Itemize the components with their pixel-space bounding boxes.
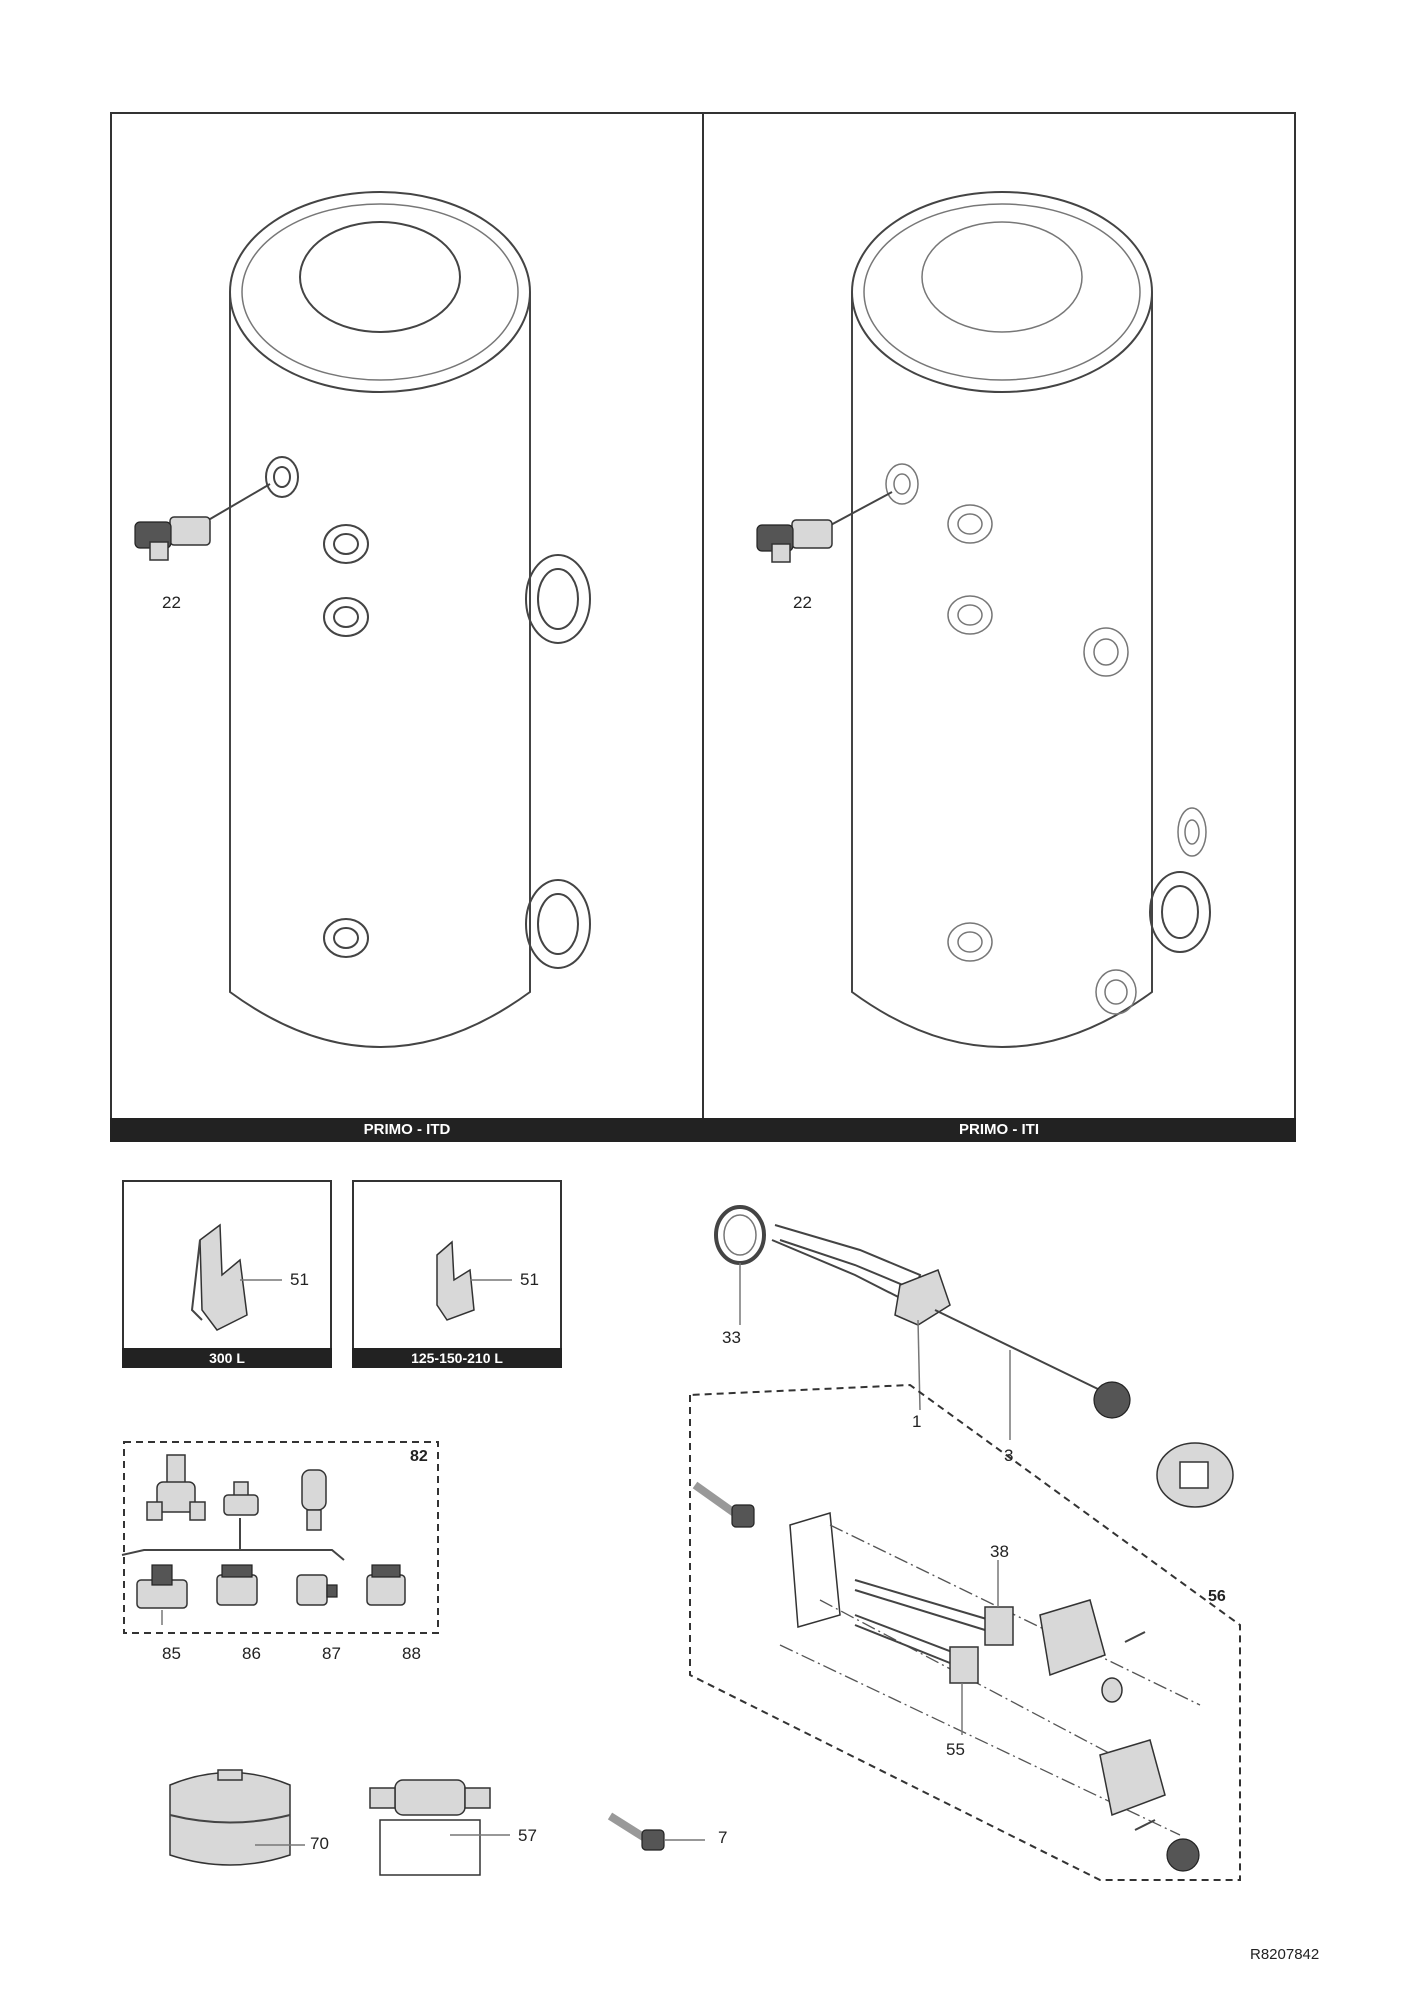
- callout-38: 38: [990, 1542, 1009, 1561]
- tank-panel-itd: [110, 112, 704, 1142]
- callout-86: 86: [242, 1644, 261, 1663]
- callout-33: 33: [722, 1328, 741, 1347]
- callout-70: 70: [310, 1834, 329, 1853]
- callout-85: 85: [162, 1644, 181, 1663]
- callout-22-itd: 22: [162, 593, 181, 612]
- callout-55: 55: [946, 1740, 965, 1759]
- drawing-reference: R8207842: [1250, 1946, 1320, 1963]
- tank-panel-iti-title: PRIMO - ITI: [702, 1118, 1296, 1142]
- tank-iti-illustration: [756, 191, 1211, 1048]
- tank-panel-iti: [702, 112, 1296, 1142]
- safety-kit-group: [121, 1441, 439, 1634]
- anode-300l-illustration: [190, 1223, 282, 1331]
- pressure-reducer: [146, 1454, 206, 1521]
- tank-itd-illustration: [134, 191, 591, 1048]
- callout-88: 88: [402, 1644, 421, 1663]
- anode-7-illustration: [607, 1812, 705, 1851]
- anode-box-125-210l: [352, 1180, 562, 1366]
- callout-7: 7: [718, 1828, 728, 1847]
- anode-125-210l-illustration: [436, 1240, 512, 1321]
- callout-82: 82: [410, 1448, 428, 1465]
- small-valve: [223, 1481, 259, 1516]
- mixing-valve-illustration: [369, 1779, 510, 1876]
- callout-56: 56: [1208, 1588, 1226, 1605]
- port: [265, 456, 299, 498]
- callout-3: 3: [1004, 1446, 1014, 1465]
- callout-51-300l: 51: [290, 1270, 309, 1289]
- tank-panel-itd-title: PRIMO - ITD: [110, 1118, 704, 1142]
- callout-51-125-210l: 51: [520, 1270, 539, 1289]
- expansion-vessel-illustration: [169, 1769, 305, 1866]
- callout-1: 1: [912, 1412, 922, 1431]
- anode-box-300l-title: 300 L: [122, 1348, 332, 1368]
- callout-87: 87: [322, 1644, 341, 1663]
- heater-assembly-illustration: [689, 1205, 1241, 1881]
- callout-22-iti: 22: [793, 593, 812, 612]
- air-vent: [301, 1469, 327, 1531]
- callout-57: 57: [518, 1826, 537, 1845]
- anode-box-125-210l-title: 125-150-210 L: [352, 1348, 562, 1368]
